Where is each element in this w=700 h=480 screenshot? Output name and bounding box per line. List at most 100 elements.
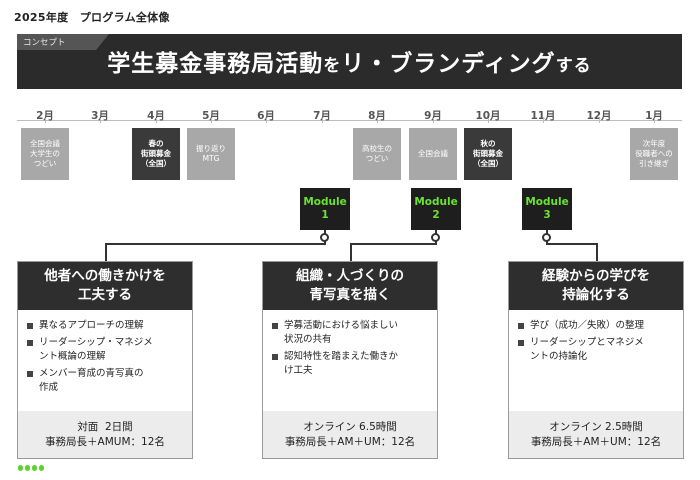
branch-line-1 bbox=[105, 243, 326, 245]
list-item: リーダーシップ・マネジメ ント概論の理解 bbox=[26, 336, 182, 364]
month-label: 7月 bbox=[313, 110, 331, 122]
month-label: 10月 bbox=[475, 110, 501, 122]
topic-text: 異なるアプローチの理解 bbox=[39, 320, 144, 331]
month-tick bbox=[211, 118, 212, 123]
list-item: 学び（成功／失敗）の整理 bbox=[517, 319, 673, 333]
month-tick bbox=[45, 118, 46, 123]
branch-line-2 bbox=[350, 243, 437, 245]
event-box: 秋の 街頭募金 （全国） bbox=[464, 128, 512, 180]
month-label: 8月 bbox=[368, 110, 386, 122]
topic-text: 認知特性を踏まえた働きか け工夫 bbox=[284, 351, 399, 376]
module-2-box: Module 2 bbox=[411, 188, 461, 230]
month-tick bbox=[100, 118, 101, 123]
module-2-card: 組織・人づくりの 青写真を描く 学募活動における悩ましい 状況の共有 認知特性を… bbox=[262, 261, 438, 459]
module-1-title-line2: 工夫する bbox=[78, 287, 132, 303]
month-tick bbox=[433, 118, 434, 123]
list-item: 異なるアプローチの理解 bbox=[26, 319, 182, 333]
module-1-title-line1: 他者への働きかけを bbox=[44, 268, 166, 284]
square-bullet-icon bbox=[27, 371, 33, 377]
month-tick bbox=[488, 118, 489, 123]
module-1-card-title: 他者への働きかけを 工夫する bbox=[18, 262, 192, 310]
list-item: メンバー育成の青写真の 作成 bbox=[26, 367, 182, 395]
page-title: 2025年度 プログラム全体像 bbox=[14, 11, 170, 24]
month-tick bbox=[156, 118, 157, 123]
topic-text: 学び（成功／失敗）の整理 bbox=[530, 320, 645, 331]
timeline-axis bbox=[17, 120, 682, 121]
module-1-format: 対面 2日間 bbox=[77, 420, 133, 433]
month-label: 1月 bbox=[645, 110, 663, 122]
month-tick bbox=[599, 118, 600, 123]
connector-dot-3 bbox=[542, 233, 551, 242]
event-box: 全国会議 bbox=[409, 128, 457, 180]
module-1-topic-list: 異なるアプローチの理解 リーダーシップ・マネジメ ント概論の理解 メンバー育成の… bbox=[18, 310, 192, 395]
event-box: 振り返り MTG bbox=[187, 128, 235, 180]
square-bullet-icon bbox=[272, 354, 278, 360]
event-box: 次年度 役職者への 引き継ぎ bbox=[630, 128, 678, 180]
month-label: 2月 bbox=[36, 110, 54, 122]
square-bullet-icon bbox=[27, 323, 33, 329]
topic-text: メンバー育成の青写真の 作成 bbox=[39, 368, 144, 393]
module-1-box: Module 1 bbox=[300, 188, 350, 230]
module-1-number: 1 bbox=[321, 209, 329, 221]
list-item: リーダーシップとマネジメ ントの持論化 bbox=[517, 336, 673, 364]
event-box: 高校生の つどい bbox=[353, 128, 401, 180]
month-label: 4月 bbox=[147, 110, 165, 122]
event-box: 全国会議 大学生の つどい bbox=[21, 128, 69, 180]
topic-text: 学募活動における悩ましい 状況の共有 bbox=[284, 320, 399, 345]
module-3-topic-list: 学び（成功／失敗）の整理 リーダーシップとマネジメ ントの持論化 bbox=[509, 310, 683, 364]
month-label: 5月 bbox=[202, 110, 220, 122]
module-3-box: Module 3 bbox=[522, 188, 572, 230]
month-label: 9月 bbox=[424, 110, 442, 122]
module-3-card-title: 経験からの学びを 持論化する bbox=[509, 262, 683, 310]
branch-drop-3 bbox=[596, 243, 598, 261]
month-tick bbox=[377, 118, 378, 123]
module-3-title-line1: 経験からの学びを bbox=[542, 268, 650, 284]
connector-dot-2 bbox=[431, 233, 440, 242]
square-bullet-icon bbox=[518, 340, 524, 346]
month-label: 3月 bbox=[91, 110, 109, 122]
module-3-card: 経験からの学びを 持論化する 学び（成功／失敗）の整理 リーダーシップとマネジメ… bbox=[508, 261, 684, 459]
module-1-card: 他者への働きかけを 工夫する 異なるアプローチの理解 リーダーシップ・マネジメ … bbox=[17, 261, 193, 459]
month-tick bbox=[322, 118, 323, 123]
module-2-format: オンライン 6.5時間 bbox=[303, 420, 397, 433]
list-item: 認知特性を踏まえた働きか け工夫 bbox=[271, 350, 427, 378]
module-1-card-footer: 対面 2日間 事務局長＋AMUM：12名 bbox=[18, 411, 192, 458]
concept-title-part1: 学生募金事務局活動 bbox=[107, 51, 324, 77]
branch-drop-2 bbox=[350, 243, 352, 261]
list-item: 学募活動における悩ましい 状況の共有 bbox=[271, 319, 427, 347]
branch-line-3 bbox=[546, 243, 597, 245]
module-3-number: 3 bbox=[543, 209, 551, 221]
event-box: 春の 街頭募金 （全国） bbox=[132, 128, 180, 180]
square-bullet-icon bbox=[27, 340, 33, 346]
month-label: 6月 bbox=[257, 110, 275, 122]
square-bullet-icon bbox=[272, 323, 278, 329]
module-3-participants: 事務局長＋AM＋UM：12名 bbox=[530, 435, 662, 448]
module-1-participants: 事務局長＋AMUM：12名 bbox=[45, 435, 165, 448]
module-3-title-line2: 持論化する bbox=[562, 287, 630, 303]
concept-title: 学生募金事務局活動をリ・ブランディングする bbox=[17, 44, 682, 78]
concept-tab bbox=[17, 34, 109, 50]
concept-title-part3: リ・ブランディング bbox=[341, 51, 556, 77]
module-3-format: オンライン 2.5時間 bbox=[549, 420, 643, 433]
brand-logo-icon bbox=[18, 465, 44, 471]
concept-title-part4: する bbox=[555, 56, 592, 76]
module-3-label: Module bbox=[525, 196, 569, 208]
module-2-title-line1: 組織・人づくりの bbox=[296, 268, 404, 284]
month-tick bbox=[654, 118, 655, 123]
module-1-label: Module bbox=[303, 196, 347, 208]
module-2-number: 2 bbox=[432, 209, 440, 221]
module-2-participants: 事務局長＋AM＋UM：12名 bbox=[284, 435, 416, 448]
topic-text: リーダーシップとマネジメ ントの持論化 bbox=[530, 337, 644, 362]
month-label: 12月 bbox=[586, 110, 612, 122]
module-2-label: Module bbox=[414, 196, 458, 208]
concept-banner: コンセプト 学生募金事務局活動をリ・ブランディングする bbox=[17, 34, 682, 89]
month-tick bbox=[266, 118, 267, 123]
concept-title-part2: を bbox=[323, 56, 342, 76]
month-label: 11月 bbox=[530, 110, 556, 122]
branch-drop-1 bbox=[105, 243, 107, 261]
concept-tab-label: コンセプト bbox=[23, 38, 66, 48]
module-2-card-footer: オンライン 6.5時間 事務局長＋AM＋UM：12名 bbox=[263, 411, 437, 458]
module-2-card-title: 組織・人づくりの 青写真を描く bbox=[263, 262, 437, 310]
module-2-topic-list: 学募活動における悩ましい 状況の共有 認知特性を踏まえた働きか け工夫 bbox=[263, 310, 437, 378]
topic-text: リーダーシップ・マネジメ ント概論の理解 bbox=[39, 337, 153, 362]
